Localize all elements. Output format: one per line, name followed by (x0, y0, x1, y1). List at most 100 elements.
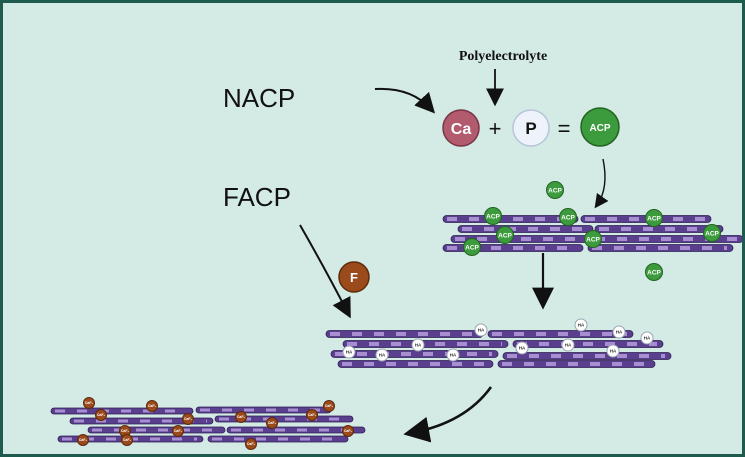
equals-sign: = (558, 116, 571, 141)
caf2-particle: CaF₂ (235, 411, 247, 423)
ha-particle-label: HA (379, 353, 386, 358)
caf2-particle: CaF₂ (245, 438, 257, 450)
ha-particle: HA (342, 345, 356, 359)
caf2-particle-label: CaF₂ (97, 413, 106, 417)
acp-particle-label: ACP (647, 215, 661, 222)
collagen-fibril (325, 330, 484, 338)
ha-particle-label: HA (346, 350, 353, 355)
ha-particle-label: HA (565, 343, 572, 348)
collagen-fibril (587, 244, 734, 252)
nacp-arrow (374, 87, 436, 114)
ha-particle-label: HA (616, 330, 623, 335)
collagen-fibril (512, 340, 664, 348)
phosphate-node: P (512, 109, 550, 147)
acp-particle: ACP (703, 224, 721, 242)
caf2-particle-label: CaF₂ (268, 421, 277, 425)
acp-particle-label: ACP (486, 213, 500, 220)
ha-to-caf2-arrow (403, 386, 493, 443)
acp-particle-label: ACP (586, 236, 600, 243)
ha-particle-label: HA (415, 343, 422, 348)
acp-particle-label: ACP (647, 269, 661, 276)
acp-particle-label: ACP (548, 187, 562, 194)
collagen-fibril (50, 407, 194, 415)
caf2-particle: CaF₂ (342, 425, 354, 437)
collagen-fibril (337, 360, 494, 368)
caf2-particle-label: CaF₂ (121, 429, 130, 433)
facp-arrow (299, 224, 351, 319)
calcium-node: Ca (442, 109, 480, 147)
collagen-fibril (442, 215, 579, 223)
collagen-fibril (487, 330, 634, 338)
caf2-particle: CaF₂ (121, 434, 133, 446)
collagen-fibril (502, 352, 672, 360)
collagen-fibril (207, 435, 349, 443)
caf2-particle-label: CaF₂ (308, 413, 317, 417)
fluoride-label: F (350, 270, 358, 285)
acp-node-label: ACP (589, 123, 610, 134)
ha-particle: HA (515, 341, 529, 355)
acp-fibril-bundle: ACP ACP ACP ACP ACP ACP ACP ACP ACP (442, 181, 742, 281)
caf2-particle-label: CaF₂ (148, 404, 157, 408)
caf2-particle: CaF₂ (119, 425, 131, 437)
caf2-particle: CaF₂ (83, 397, 95, 409)
ha-particle: HA (474, 323, 488, 337)
ha-particle: HA (606, 344, 620, 358)
caf2-particle: CaF₂ (306, 409, 318, 421)
facp-label: FACP (223, 182, 291, 212)
fluoride-node: F (338, 261, 370, 293)
collagen-fibril (497, 360, 656, 368)
caf2-particle-label: CaF₂ (79, 438, 88, 442)
acp-particle-label: ACP (465, 244, 479, 251)
nacp-label: NACP (223, 83, 295, 113)
acp-particle: ACP (645, 209, 663, 227)
caf2-particle: CaF₂ (95, 409, 107, 421)
ha-particle: HA (375, 348, 389, 362)
caf2-particle-label: CaF₂ (123, 438, 132, 442)
caf2-particle-label: CaF₂ (174, 429, 183, 433)
ha-particle-label: HA (478, 328, 485, 333)
acp-particle: ACP (484, 207, 502, 225)
acp-particle-label: ACP (561, 214, 575, 221)
caf2-particle: CaF₂ (323, 400, 335, 412)
caf2-particle-label: CaF₂ (237, 415, 246, 419)
acp-particle-label: ACP (705, 230, 719, 237)
acp-particle: ACP (559, 208, 577, 226)
acp-particle: ACP (584, 230, 602, 248)
caf2-particle-label: CaF₂ (85, 401, 94, 405)
ha-particle: HA (411, 338, 425, 352)
calcium-label: Ca (451, 121, 472, 138)
caf2-particle: CaF₂ (172, 425, 184, 437)
collagen-fibril (226, 426, 366, 434)
collagen-fibril (450, 235, 589, 243)
acp-particle: ACP (496, 226, 514, 244)
plus-sign: + (489, 116, 502, 141)
ha-particle-label: HA (450, 353, 457, 358)
ha-particle: HA (574, 318, 588, 332)
caf2-particle: CaF₂ (182, 413, 194, 425)
caf2-particle-label: CaF₂ (325, 404, 334, 408)
diagram-svg: NACP FACP Polyelectrolyte Ca + P = ACP F… (50, 49, 742, 450)
ha-fibril-bundle: HA HA HA HA HA HA HA HA HA HA HA (325, 318, 672, 368)
collagen-fibril (594, 225, 724, 233)
acp-to-fibril-arrow (594, 158, 609, 209)
ha-particle-label: HA (519, 346, 526, 351)
acp-particle: ACP (546, 181, 564, 199)
caf2-particle-label: CaF₂ (247, 442, 256, 446)
collagen-fibril (214, 415, 354, 423)
ha-particle-label: HA (578, 323, 585, 328)
polyelectrolyte-label: Polyelectrolyte (459, 49, 547, 64)
ha-particle: HA (446, 348, 460, 362)
acp-node: ACP (580, 107, 620, 147)
ha-particle: HA (612, 325, 626, 339)
ha-particle: HA (640, 331, 654, 345)
phosphate-label: P (525, 119, 536, 138)
caf2-particle: CaF₂ (146, 400, 158, 412)
caf2-particle-label: CaF₂ (344, 429, 353, 433)
acp-particle: ACP (463, 238, 481, 256)
collagen-fibril (87, 426, 226, 434)
caf2-particle-label: CaF₂ (184, 417, 193, 421)
ha-particle-label: HA (610, 349, 617, 354)
caf2-fibril-bundle: CaF₂ CaF₂ CaF₂ CaF₂ CaF₂ CaF₂ CaF₂ CaF₂ CaF₂ CaF₂… (50, 397, 366, 450)
ha-particle: HA (561, 338, 575, 352)
